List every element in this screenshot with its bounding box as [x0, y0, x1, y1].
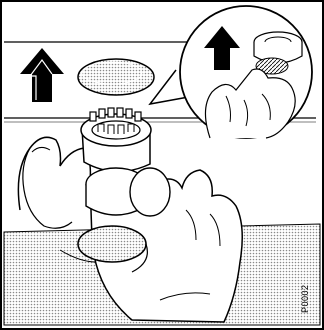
figure-code: P0002: [300, 284, 310, 313]
oval-cover: [78, 59, 154, 95]
crown-ring: [81, 108, 151, 172]
